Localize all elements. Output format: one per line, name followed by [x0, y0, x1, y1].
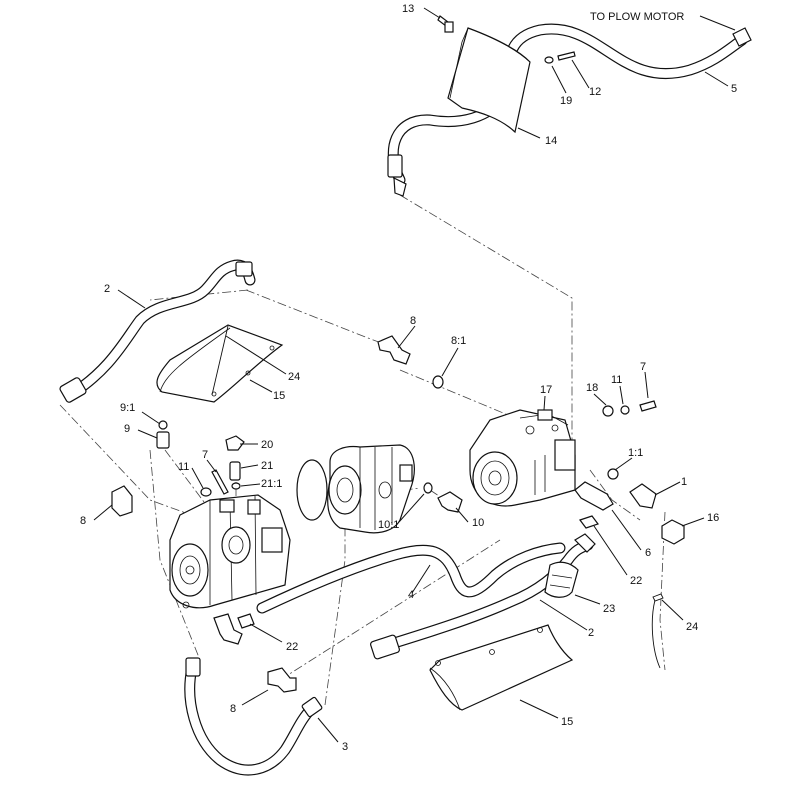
callout-1-1: 1:1: [628, 447, 643, 459]
hose-end-fitting: [370, 634, 400, 660]
callout-22-left: 22: [286, 641, 298, 653]
callout-13: 13: [402, 3, 414, 15]
straight-fitting: [629, 483, 657, 509]
callout-2-upper: 2: [104, 283, 110, 295]
o-ring: [607, 468, 619, 480]
hose-fitting-upper: [732, 27, 752, 47]
hose-elbow-lower: [393, 176, 407, 197]
callout-6: 6: [645, 547, 651, 559]
o-ring: [423, 482, 433, 494]
hose-end-fitting-right: [301, 696, 323, 718]
callout-9: 9: [124, 423, 130, 435]
hose-guard-sleeve: [544, 561, 579, 598]
washer: [200, 487, 212, 497]
callout-8-left: 8: [80, 515, 86, 527]
callout-11-right: 11: [611, 374, 622, 386]
clamp: [579, 515, 599, 529]
hose-4: [256, 542, 566, 614]
hose-3-lower: [184, 624, 574, 776]
callout-24-right: 24: [686, 621, 698, 633]
elbow-fitting-bottom: [267, 667, 297, 693]
elbow-fitting-left: [111, 485, 133, 517]
callout-labels: TO PLOW MOTOR 13 5 19 12 14 2 24 15 8 8:…: [80, 3, 737, 753]
hose-end-fitting-upper: [185, 657, 201, 677]
hydraulic-motor-right: [469, 409, 576, 507]
upper-plow-hose-group: [387, 15, 752, 197]
callout-2-lower: 2: [588, 627, 594, 639]
cable-tie-right: [651, 599, 661, 669]
callout-21-1: 21:1: [261, 478, 282, 490]
assembly-phantom-lines: [59, 194, 666, 706]
left-hose-group: [59, 259, 284, 403]
callout-15-lower: 15: [561, 716, 573, 728]
callout-7-right: 7: [640, 361, 646, 373]
washer: [602, 405, 614, 417]
callout-1: 1: [681, 476, 687, 488]
hose-elbow-fitting: [235, 261, 253, 277]
leader-lines: [93, 7, 736, 743]
lock-washer: [620, 405, 630, 415]
cable-tie-upper: [211, 325, 229, 396]
cap-plug: [225, 435, 245, 451]
callout-12: 12: [589, 86, 601, 98]
plug-fitting: [156, 431, 170, 449]
callout-9-1: 9:1: [120, 402, 135, 414]
bolt-head: [444, 21, 454, 33]
callout-23: 23: [603, 603, 615, 615]
callout-24-upper: 24: [288, 371, 300, 383]
cap-nut: [661, 519, 685, 545]
washer: [544, 56, 554, 64]
elbow-fitting: [377, 335, 411, 365]
o-ring-small: [231, 482, 241, 490]
hose-end-fitting: [59, 377, 87, 403]
callout-18: 18: [586, 382, 598, 394]
o-ring: [158, 420, 168, 430]
callout-17: 17: [540, 384, 552, 396]
callout-8-upper: 8: [410, 315, 416, 327]
callout-11-left: 11: [178, 461, 189, 473]
callout-7-left: 7: [202, 449, 208, 461]
test-port-fitting: [229, 461, 241, 481]
right-fitting-group: [574, 400, 685, 669]
bolt: [639, 400, 657, 412]
tee-fitting: [574, 481, 614, 511]
o-ring-large: [296, 459, 328, 521]
callout-14: 14: [545, 135, 557, 147]
callout-8-1: 8:1: [451, 335, 466, 347]
callout-5: 5: [731, 83, 737, 95]
callout-15-upper: 15: [273, 390, 285, 402]
callout-4: 4: [408, 589, 414, 601]
hose-2-lower: [370, 533, 596, 660]
callout-22-right: 22: [630, 575, 642, 587]
callout-19: 19: [560, 95, 572, 107]
elbow-fitting: [437, 491, 463, 513]
gear-pump: [296, 444, 463, 534]
hose-clamp: [237, 613, 255, 629]
elbow-fitting-lower: [213, 613, 243, 645]
callout-3: 3: [342, 741, 348, 753]
hose-elbow-fitting: [574, 533, 596, 553]
elbow-fitting-group-upper: [377, 335, 444, 389]
bolt: [211, 469, 229, 495]
hose-fitting-lower: [387, 154, 403, 178]
hose-shield-lower: [429, 624, 574, 711]
main-hydraulic-pump: [111, 420, 291, 645]
callout-10: 10: [472, 517, 484, 529]
callout-16: 16: [707, 512, 719, 524]
callout-20: 20: [261, 439, 273, 451]
note-to-plow-motor: TO PLOW MOTOR: [590, 11, 684, 23]
callout-21: 21: [261, 460, 273, 472]
o-ring: [432, 375, 444, 389]
screw: [557, 51, 576, 61]
callout-8-bottom: 8: [230, 703, 236, 715]
callout-10-1: 10:1: [378, 519, 399, 531]
